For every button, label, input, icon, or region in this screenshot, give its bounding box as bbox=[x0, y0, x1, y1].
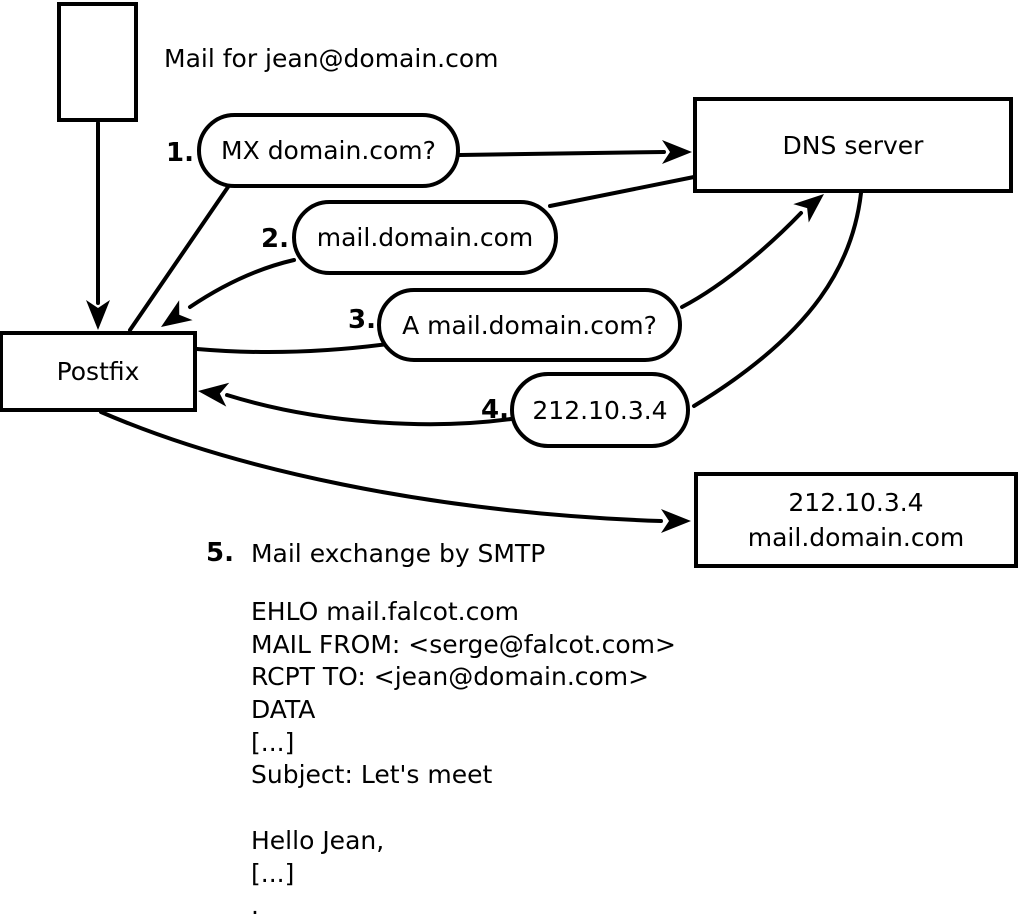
arrowhead-answer4-into-postfix bbox=[198, 382, 230, 407]
answer-pill-ip: 212.10.3.4 bbox=[510, 372, 690, 448]
arrow-answer2-to-postfix bbox=[188, 258, 296, 309]
query-pill-mx-label: MX domain.com? bbox=[221, 136, 436, 165]
arrowhead-answer2-into-postfix bbox=[161, 300, 193, 327]
smtp-line-end-of-data: . bbox=[251, 891, 259, 919]
smtp-line: MAIL FROM: <serge@falcot.com> bbox=[251, 629, 676, 659]
arrowhead-into-mailserver bbox=[661, 509, 691, 533]
line-dns-to-answer4 bbox=[692, 191, 863, 408]
arrow-query3-to-dns bbox=[680, 211, 803, 309]
step-number-5: 5. bbox=[206, 538, 234, 568]
arrowhead-into-postfix-top bbox=[86, 300, 110, 330]
mail-server-node: 212.10.3.4 mail.domain.com bbox=[694, 472, 1018, 568]
arrow-answer4-to-postfix bbox=[225, 393, 513, 427]
arrow-postfix-to-mailserver bbox=[99, 410, 663, 523]
step-5-label: Mail exchange by SMTP bbox=[250, 539, 546, 568]
query-pill-a-record: A mail.domain.com? bbox=[377, 288, 682, 362]
dns-server-node: DNS server bbox=[693, 97, 1013, 193]
step-5-caption: 5. Mail exchange by SMTP bbox=[206, 537, 545, 570]
line-dns-to-answer2 bbox=[548, 175, 696, 208]
incoming-mail-envelope bbox=[57, 2, 138, 122]
step-number-4: 4. bbox=[481, 395, 509, 425]
query-pill-a-record-label: A mail.domain.com? bbox=[402, 310, 657, 340]
mail-note: Mail for jean@domain.com bbox=[164, 44, 499, 73]
answer-pill-mx-label: mail.domain.com bbox=[316, 223, 534, 252]
mail-server-hostname: mail.domain.com bbox=[747, 523, 965, 552]
dns-server-node-label: DNS server bbox=[782, 130, 924, 160]
smtp-line: [...] bbox=[251, 727, 295, 757]
smtp-line: Hello Jean, bbox=[251, 825, 385, 855]
smtp-line-blank bbox=[251, 792, 676, 825]
arrowhead-query3-into-dns bbox=[793, 194, 824, 223]
smtp-line: RCPT TO: <jean@domain.com> bbox=[251, 662, 650, 692]
step-number-1: 1. bbox=[166, 138, 194, 168]
answer-pill-ip-label: 212.10.3.4 bbox=[532, 395, 668, 425]
query-pill-mx: MX domain.com? bbox=[197, 113, 460, 188]
line-postfix-to-query1 bbox=[128, 185, 230, 332]
mail-server-ip: 212.10.3.4 bbox=[788, 488, 924, 517]
smtp-line: [...] bbox=[251, 858, 295, 888]
smtp-line: EHLO mail.falcot.com bbox=[251, 597, 520, 626]
smtp-line: Subject: Let's meet bbox=[251, 760, 493, 790]
postfix-node: Postfix bbox=[0, 331, 197, 412]
step-number-2: 2. bbox=[261, 224, 289, 254]
line-postfix-to-query3 bbox=[195, 342, 390, 355]
arrow-query1-to-dns bbox=[458, 150, 666, 157]
step-number-3: 3. bbox=[348, 305, 376, 335]
postfix-node-label: Postfix bbox=[56, 357, 140, 386]
smtp-line: DATA bbox=[251, 695, 316, 725]
arrowhead-into-dns-left bbox=[662, 140, 692, 164]
answer-pill-mx: mail.domain.com bbox=[292, 200, 558, 275]
smtp-transcript: EHLO mail.falcot.com MAIL FROM: <serge@f… bbox=[251, 596, 676, 919]
